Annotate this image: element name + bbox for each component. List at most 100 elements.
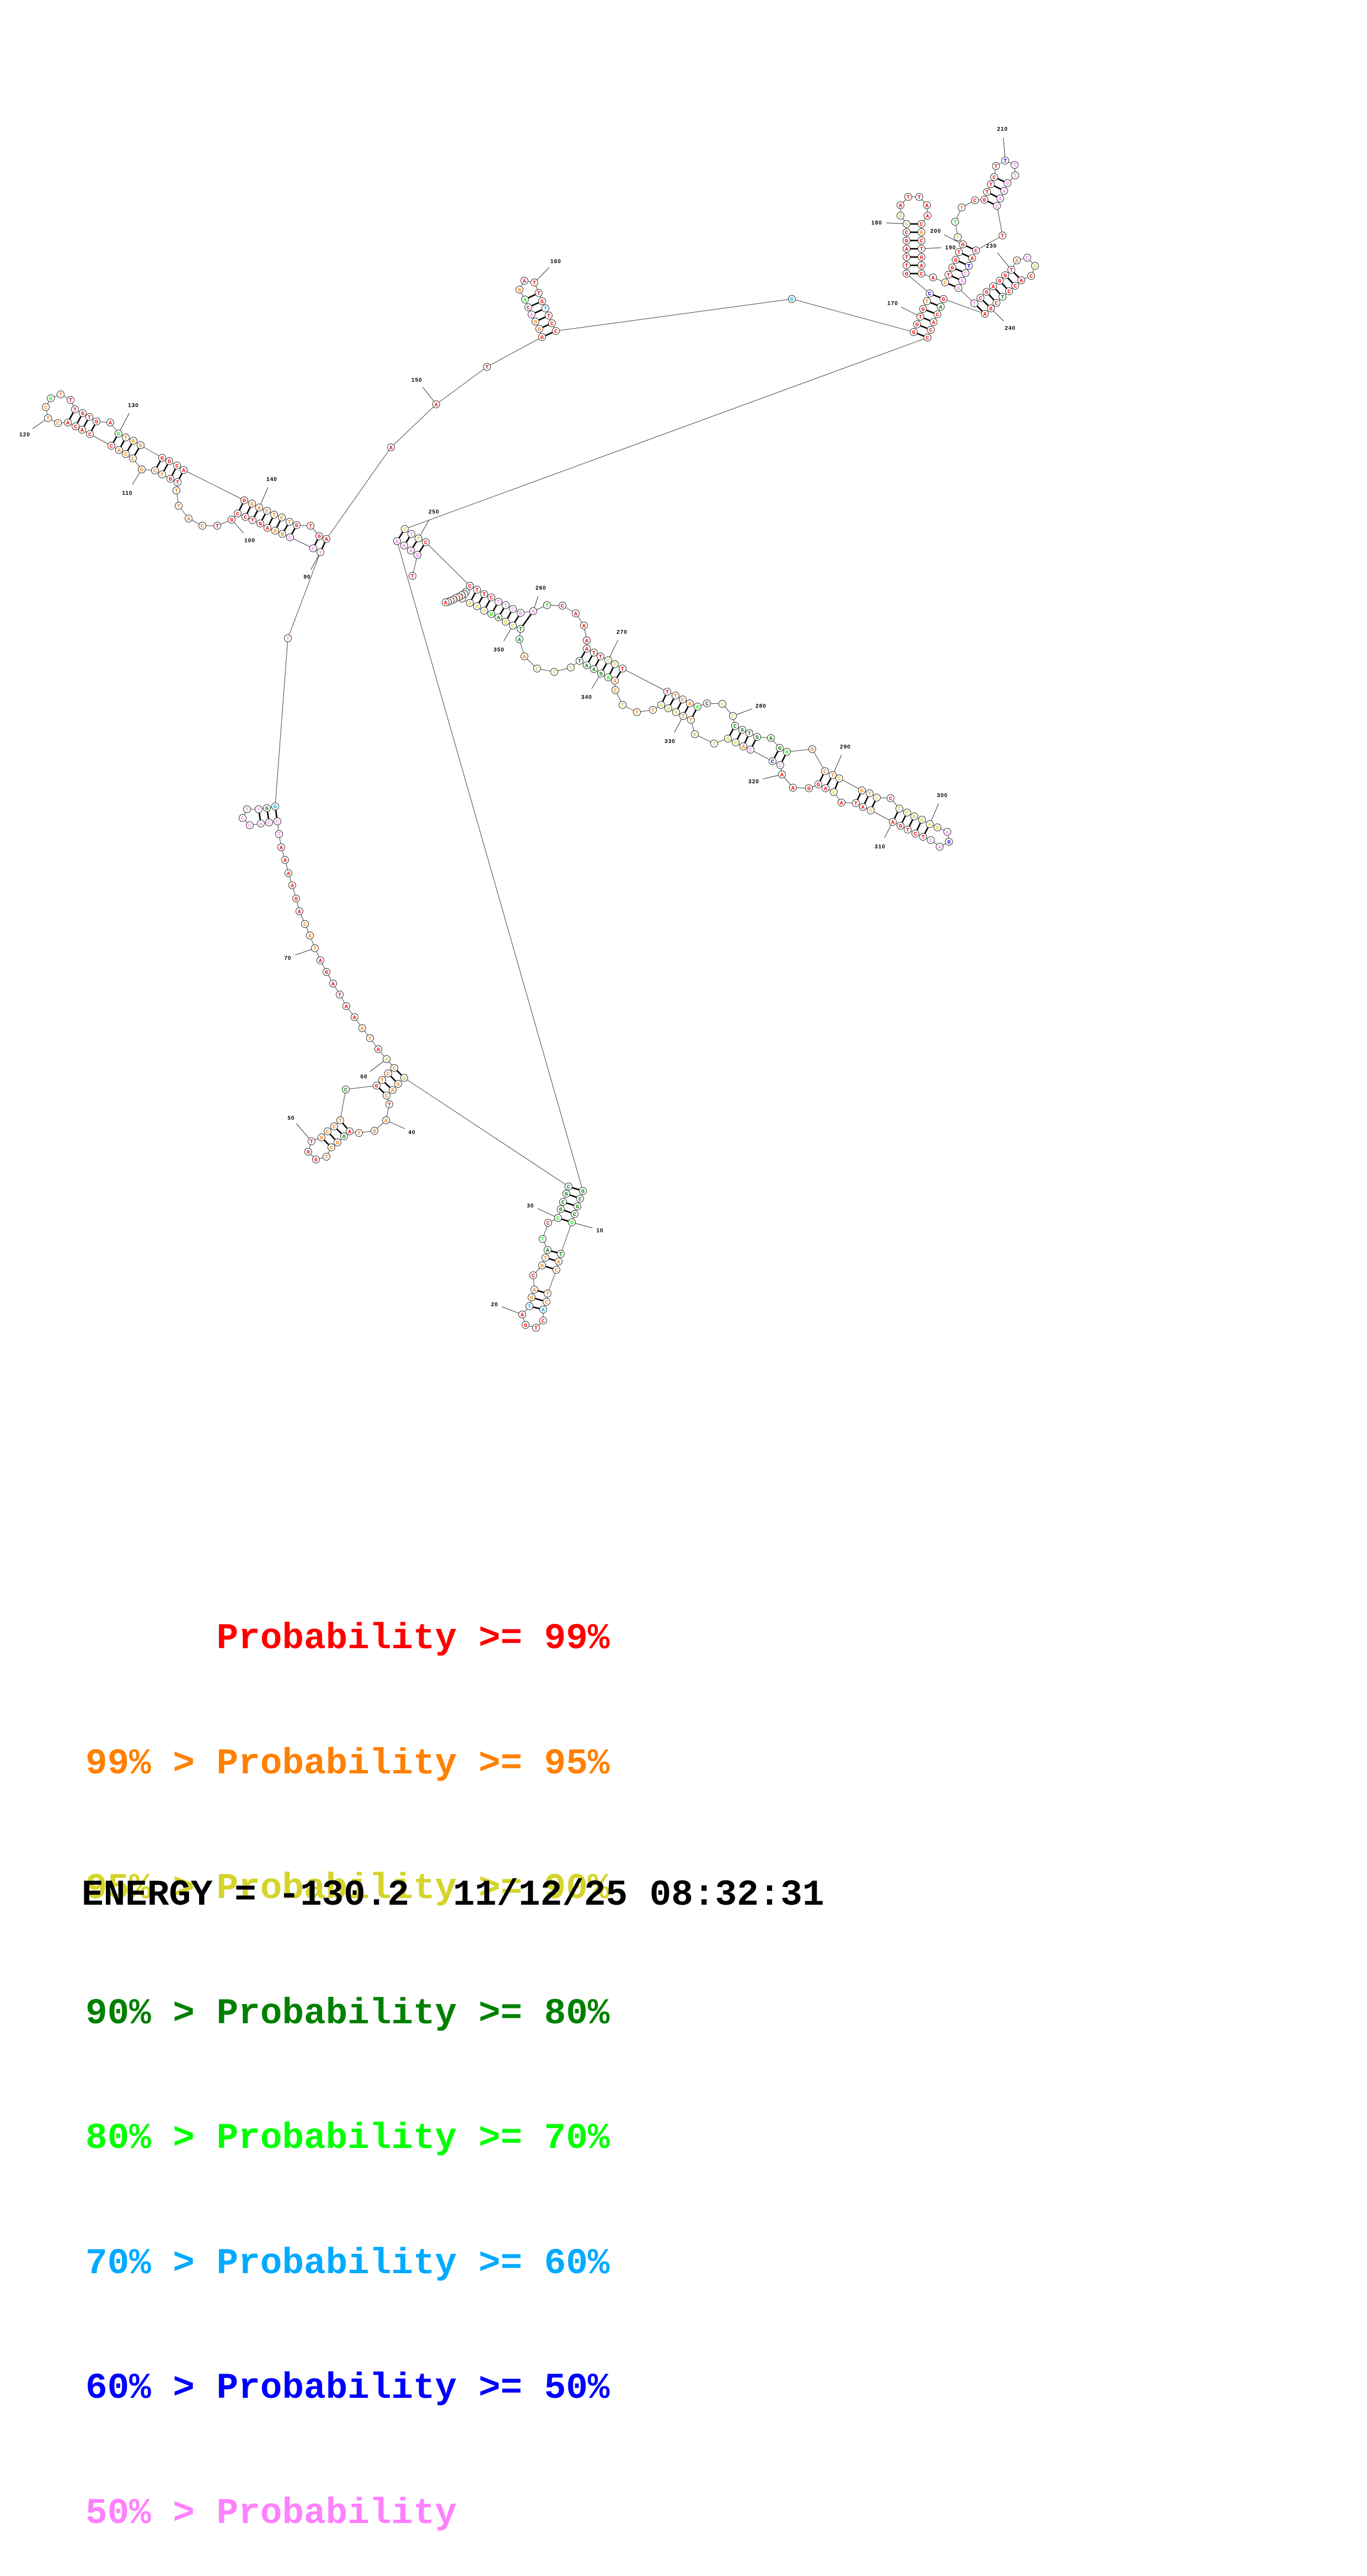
nucleotide-letter: T — [519, 627, 522, 633]
nucleotide-circle — [568, 1218, 576, 1226]
nucleotide: G — [271, 803, 279, 811]
nucleotide-letter: G — [755, 735, 759, 741]
nucleotide-circle — [1011, 172, 1019, 179]
nucleotide: C — [108, 442, 115, 450]
nucleotide: T — [958, 204, 966, 212]
nucleotide: C — [278, 514, 286, 522]
nucleotide: T — [999, 293, 1006, 301]
nucleotide-letter: G — [230, 518, 233, 524]
position-label-line — [575, 1223, 593, 1228]
nucleotide-circle — [167, 475, 174, 483]
base-pair-bond — [684, 706, 689, 713]
nucleotide-letter: T — [485, 365, 489, 371]
nucleotide-letter: T — [621, 667, 624, 673]
nucleotide: T — [532, 1324, 540, 1332]
nucleotide-letter: C — [244, 515, 247, 521]
nucleotide: G — [858, 787, 866, 795]
nucleotide-letter: T — [921, 835, 925, 841]
nucleotide-letter: G — [912, 330, 915, 336]
nucleotide: C — [265, 819, 273, 827]
nucleotide-letter: G — [559, 1207, 562, 1214]
nucleotide-circle — [830, 788, 838, 796]
nucleotide: G — [983, 288, 990, 296]
nucleotide-letter: C — [88, 432, 92, 439]
nucleotide: C — [383, 1092, 390, 1100]
nucleotide-circle — [971, 196, 979, 204]
nucleotide: C — [962, 269, 969, 277]
nucleotide-circle — [42, 403, 50, 411]
nucleotide: T — [275, 830, 283, 838]
nucleotide: A — [329, 980, 337, 988]
nucleotide-circle — [264, 524, 271, 532]
nucleotide-letter: C — [56, 421, 60, 427]
nucleotide: G — [167, 475, 174, 483]
nucleotide: C — [927, 326, 935, 334]
nucleotide: C — [776, 761, 784, 769]
nucleotide-letter: T — [651, 708, 655, 714]
nucleotide-circle — [137, 441, 144, 449]
position-label: 90 — [303, 574, 310, 580]
position-label-line — [310, 555, 319, 570]
nucleotide: G — [918, 253, 925, 261]
nucleotide-circle — [926, 820, 934, 828]
nucleotide-circle — [173, 462, 181, 469]
nucleotide-letter: T — [1010, 268, 1013, 274]
base-pair-bond — [83, 420, 88, 427]
position-label-line — [674, 719, 682, 733]
nucleotide: C — [554, 1214, 562, 1222]
nucleotide: T — [401, 525, 409, 533]
nucleotide-circle — [580, 622, 588, 629]
nucleotide-circle — [739, 742, 747, 750]
nucleotide-circle — [897, 212, 904, 220]
nucleotide: G — [557, 1205, 565, 1214]
nucleotide-circle — [312, 1156, 320, 1163]
nucleotide: A — [572, 610, 580, 618]
nucleotide: C — [993, 202, 1001, 210]
nucleotide-letter: G — [281, 532, 284, 538]
nucleotide-letter: T — [682, 714, 685, 720]
nucleotide: G — [579, 1187, 587, 1195]
nucleotide-circle — [1023, 254, 1031, 261]
nucleotide: C — [769, 757, 776, 766]
backbone-segment — [547, 1269, 557, 1294]
position-label-line — [736, 708, 753, 715]
base-pair-bond — [609, 667, 614, 675]
base-pair-bond — [602, 663, 608, 671]
nucleotide: G — [805, 784, 813, 793]
nucleotide: G — [522, 1321, 529, 1329]
base-pair-bond — [930, 302, 938, 306]
nucleotide: G — [996, 277, 1004, 285]
nucleotide-circle — [378, 1076, 386, 1084]
nucleotide-circle — [918, 253, 925, 261]
nucleotide: T — [710, 740, 718, 748]
nucleotide-circle — [903, 270, 910, 277]
nucleotide: G — [240, 496, 248, 505]
nucleotide-letter: T — [712, 742, 716, 748]
nucleotide-circle — [952, 256, 959, 264]
nucleotide-letter: A — [280, 846, 283, 852]
nucleotide-letter: T — [309, 524, 312, 530]
nucleotide-circle — [271, 803, 279, 810]
nucleotide-letter: C — [914, 832, 917, 838]
nucleotide-circle — [389, 1086, 396, 1094]
nucleotide: G — [487, 610, 495, 618]
nucleotide-circle — [243, 805, 251, 813]
nucleotide-letter: C — [511, 624, 514, 630]
nucleotide-circle — [532, 318, 539, 325]
nucleotide: C — [567, 664, 575, 672]
base-pair-bond — [68, 412, 74, 420]
nucleotide: A — [281, 856, 289, 864]
nucleotide: G — [910, 328, 918, 336]
nucleotide: C — [977, 294, 984, 302]
nucleotide-circle — [400, 542, 408, 549]
nucleotide-circle — [918, 816, 926, 824]
nucleotide-letter: C — [733, 724, 737, 730]
nucleotide-circle — [366, 1034, 374, 1042]
nucleotide: A — [604, 674, 612, 682]
nucleotide-letter: G — [336, 1141, 339, 1147]
base-pair-bond — [997, 178, 1005, 183]
nucleotide-circle — [887, 794, 894, 802]
nucleotide-circle — [545, 312, 553, 319]
base-pair-bond — [916, 333, 925, 337]
nucleotide-circle — [559, 1198, 567, 1206]
